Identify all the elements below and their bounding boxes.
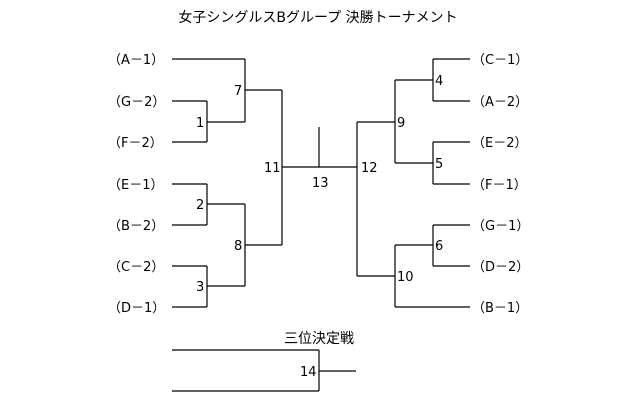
right-player-label: （C－1） <box>472 53 528 68</box>
left-player-label: （F－2） <box>108 136 163 151</box>
third-place-section: 三位決定戦 14 <box>172 331 356 392</box>
third-place-title: 三位決定戦 <box>284 331 354 347</box>
left-player-label: （C－2） <box>108 260 164 275</box>
match-number: 10 <box>397 270 414 285</box>
match-number: 4 <box>435 74 443 89</box>
match-numbers: 1 2 3 7 8 11 13 12 9 10 4 5 6 <box>196 74 443 295</box>
match-number: 8 <box>234 239 242 254</box>
match-number: 5 <box>435 157 443 172</box>
left-bracket-lines <box>172 58 319 308</box>
match-number: 13 <box>312 176 329 191</box>
match-number: 12 <box>361 161 378 176</box>
left-player-labels: （A－1） （G－2） （F－2） （E－1） （B－2） （C－2） （D－1… <box>108 53 165 316</box>
left-player-label: （E－1） <box>108 178 164 193</box>
left-player-label: （G－2） <box>108 95 165 110</box>
left-player-label: （B－2） <box>108 219 164 234</box>
left-player-label: （A－1） <box>108 53 164 68</box>
right-bracket-lines <box>319 58 470 308</box>
right-player-labels: （C－1） （A－2） （E－2） （F－1） （G－1） （D－2） （B－1… <box>472 53 529 316</box>
match-number: 9 <box>397 116 405 131</box>
right-player-label: （D－2） <box>472 260 529 275</box>
left-player-label: （D－1） <box>108 301 165 316</box>
match-number: 1 <box>196 116 204 131</box>
match-number: 14 <box>300 365 317 380</box>
right-player-label: （A－2） <box>472 95 528 110</box>
right-player-label: （F－1） <box>472 178 527 193</box>
match-number: 7 <box>234 84 242 99</box>
right-player-label: （B－1） <box>472 301 528 316</box>
right-player-label: （G－1） <box>472 219 529 234</box>
match-number: 2 <box>196 198 204 213</box>
match-number: 3 <box>196 280 204 295</box>
match-number: 6 <box>435 239 443 254</box>
page-title: 女子シングルスBグループ 決勝トーナメント <box>178 9 457 26</box>
match-number: 11 <box>264 161 281 176</box>
right-player-label: （E－2） <box>472 136 528 151</box>
